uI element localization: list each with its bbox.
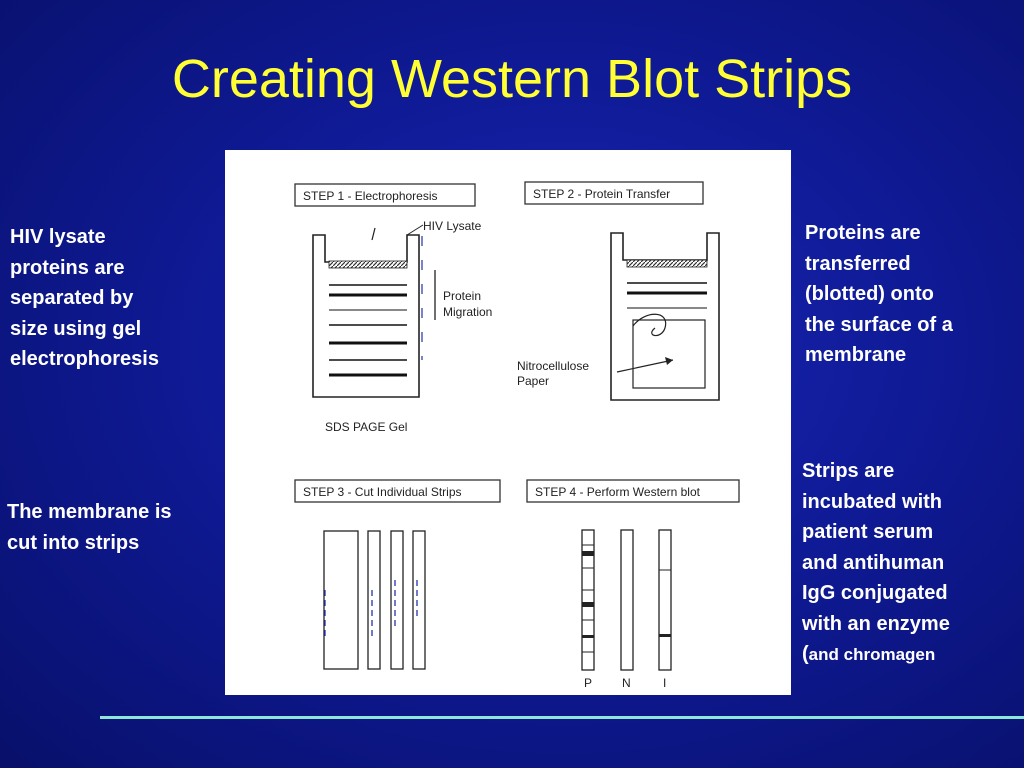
caption-cut-strips: The membrane is cut into strips — [7, 501, 172, 554]
hiv-lysate-label: HIV Lysate — [423, 219, 482, 233]
nitrocellulose-label-2: Paper — [517, 374, 549, 388]
step3-label: STEP 3 - Cut Individual Strips — [303, 485, 462, 499]
gel-apparatus-2 — [610, 232, 720, 401]
slide-title: Creating Western Blot Strips — [171, 49, 853, 109]
strip-label-i: I — [663, 676, 666, 690]
blot-strip-p — [581, 529, 595, 671]
western-blot-figure: STEP 1 - Electrophoresis STEP 2 - Protei… — [225, 150, 791, 695]
sds-page-gel-label: SDS PAGE Gel — [325, 420, 407, 434]
step4-label: STEP 4 - Perform Western blot — [535, 485, 701, 499]
footer-divider — [100, 716, 1024, 719]
step1-box: STEP 1 - Electrophoresis — [294, 183, 476, 207]
caption-transfer: Proteins are transferred (blotted) onto … — [805, 222, 953, 366]
step1-label: STEP 1 - Electrophoresis — [303, 189, 438, 203]
caption-electrophoresis: HIV lysate proteins are separated by siz… — [10, 226, 159, 370]
cut-strips — [323, 530, 426, 670]
protein-migration-label-1: Protein — [443, 289, 481, 303]
blot-strip-i — [658, 529, 672, 671]
strip-label-p: P — [584, 676, 592, 690]
gel-apparatus-1 — [312, 224, 436, 398]
strip-label-n: N — [622, 676, 631, 690]
step3-box: STEP 3 - Cut Individual Strips — [294, 479, 501, 503]
step2-label: STEP 2 - Protein Transfer — [533, 187, 670, 201]
step2-box: STEP 2 - Protein Transfer — [524, 181, 704, 205]
nitrocellulose-label-1: Nitrocellulose — [517, 359, 589, 373]
caption-incubation-main: Strips are incubated with patient serum … — [802, 460, 950, 665]
caption-incubation: Strips are incubated with patient serum … — [802, 456, 950, 671]
caption-incubation-small: and chromagen — [808, 645, 936, 664]
blot-strip-n — [620, 529, 634, 671]
step4-box: STEP 4 - Perform Western blot — [526, 479, 740, 503]
figure-drawing: STEP 1 - Electrophoresis STEP 2 - Protei… — [294, 181, 740, 690]
protein-migration-label-2: Migration — [443, 305, 492, 319]
